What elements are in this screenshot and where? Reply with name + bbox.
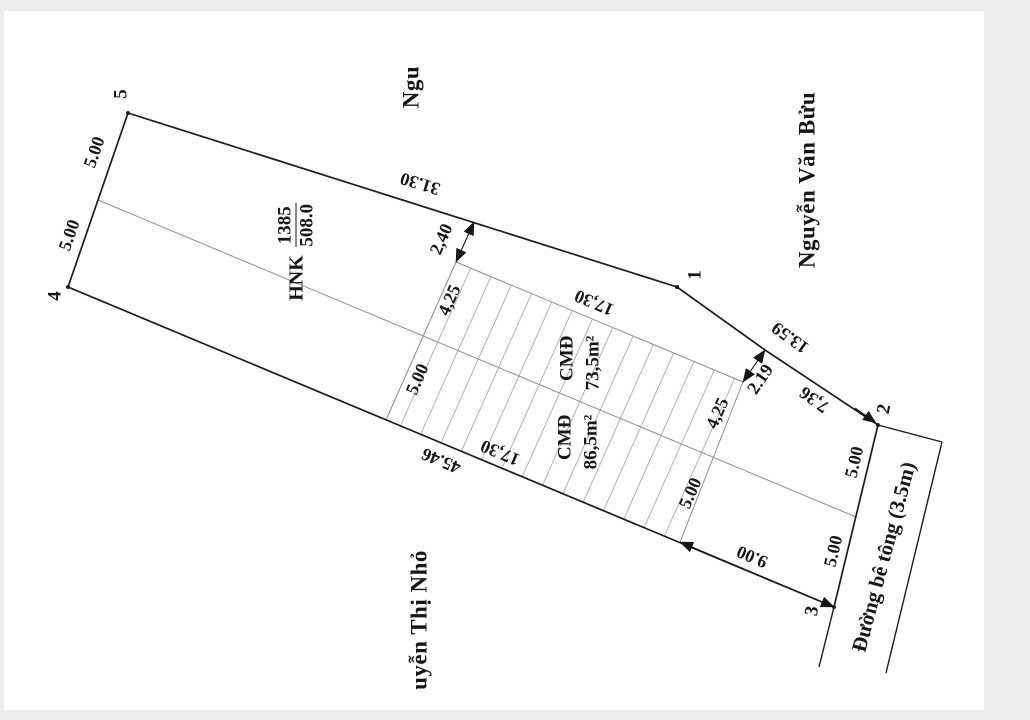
dim-2-40-line	[455, 221, 475, 263]
dimension-lines	[455, 221, 877, 608]
road-edges	[818, 424, 943, 674]
band-left-end-line	[385, 261, 457, 421]
parcel-number: 1385	[275, 203, 297, 248]
zone-1-code: CMĐ	[556, 335, 578, 381]
zone-2-area: 86,5m²	[580, 414, 601, 470]
dim-9-00-line	[679, 541, 835, 608]
survey-point-dots	[66, 111, 880, 609]
interior-division-lines	[97, 199, 857, 543]
street-name-right: Nguyễn Văn Bửu	[794, 91, 820, 269]
point-label-5: 5	[110, 89, 132, 99]
zone-1-area: 73,5m²	[582, 335, 603, 391]
zone-label-2: CMĐ 86,5m²	[552, 415, 603, 470]
boundary-arrow-to-point-2	[854, 407, 877, 424]
road-top-edge	[877, 424, 943, 443]
street-name-top: Ngu	[398, 65, 424, 109]
cmd-hatched-band	[386, 262, 743, 542]
band-top-line	[455, 261, 744, 383]
zone-2-code: CMĐ	[554, 414, 576, 460]
road-right-edge	[885, 441, 943, 674]
lot-division-line	[97, 199, 857, 518]
dim-2-19-line	[742, 349, 766, 383]
parcel-label-block: HNK 1385 508.0	[275, 203, 318, 301]
point-label-4: 4	[44, 291, 66, 301]
zone-label-1: CMĐ 73,5m²	[554, 336, 605, 391]
band-right-end-line	[679, 381, 744, 543]
road-left-edge-extension	[818, 606, 835, 668]
parcel-area: 508.0	[296, 203, 318, 247]
land-use-code: HNK	[285, 255, 307, 301]
street-name-bottom-left: uyễn Thị Nhỏ	[406, 550, 432, 690]
parcel-number-area-fraction: 1385 508.0	[275, 203, 318, 248]
point-label-1: 1	[684, 270, 706, 280]
